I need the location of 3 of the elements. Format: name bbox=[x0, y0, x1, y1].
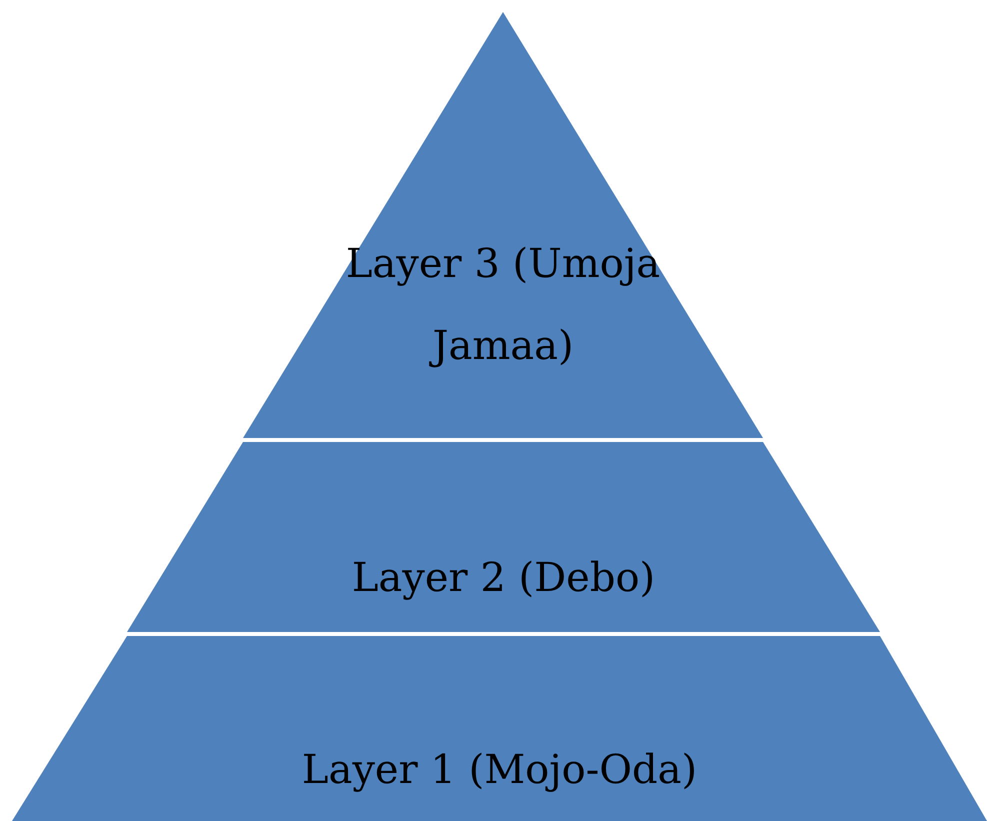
tier-label: Layer 1 (Mojo-Oda) bbox=[300, 746, 698, 795]
tier-label: Layer 2 (Debo) bbox=[350, 554, 656, 603]
tier-label: Layer 3 (Umoja Jamaa) bbox=[344, 240, 662, 371]
